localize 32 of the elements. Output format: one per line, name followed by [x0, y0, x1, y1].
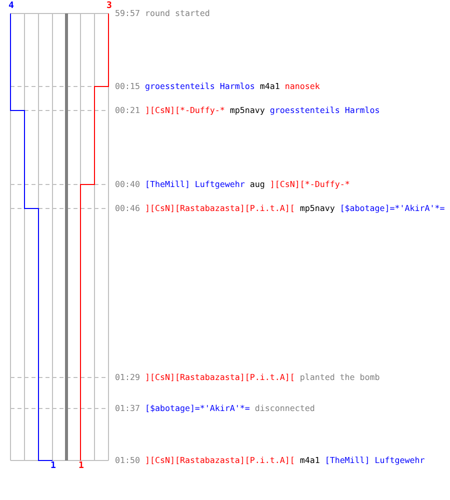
time-label: 01:29	[115, 372, 140, 382]
weapon-name: m4a1	[260, 81, 280, 91]
player-name: groesstenteils Harmlos	[270, 105, 380, 115]
time-label: 00:15	[115, 81, 140, 91]
player-name: ][CsN][*-Duffy-*	[144, 105, 225, 115]
time-label: 01:50	[115, 455, 140, 465]
time-label: 59:57	[115, 8, 140, 18]
player-name: groesstenteils Harmlos	[144, 81, 255, 91]
player-name: [$abotage]=*'AkirA'*=	[144, 403, 250, 413]
player-name: nanosek	[284, 81, 320, 91]
weapon-name: aug	[250, 179, 265, 189]
time-label: 00:40	[115, 179, 140, 189]
time-label: 01:37	[115, 403, 140, 413]
player-name: [TheMill] Luftgewehr	[144, 179, 245, 189]
event-text: disconnected	[254, 403, 315, 413]
count-label: 4	[8, 2, 14, 11]
event-text: planted the bomb	[300, 372, 380, 382]
weapon-name: mp5navy	[230, 105, 265, 115]
event-text: round started	[144, 8, 210, 18]
player-name: ][CsN][Rastabazasta][P.i.t.A][	[144, 455, 295, 465]
player-name: ][CsN][Rastabazasta][P.i.t.A][	[144, 203, 295, 213]
weapon-name: m4a1	[300, 455, 320, 465]
count-label: 1	[50, 462, 56, 471]
player-name: [TheMill] Luftgewehr	[324, 455, 425, 465]
time-label: 00:46	[115, 203, 140, 213]
time-label: 00:21	[115, 105, 140, 115]
weapon-name: mp5navy	[300, 203, 335, 213]
player-name: [$abotage]=*'AkirA'*=	[340, 203, 445, 213]
player-name: ][CsN][*-Duffy-*	[270, 179, 350, 189]
count-label: 3	[106, 2, 112, 11]
count-label: 1	[78, 462, 84, 471]
player-name: ][CsN][Rastabazasta][P.i.t.A][	[144, 372, 295, 382]
